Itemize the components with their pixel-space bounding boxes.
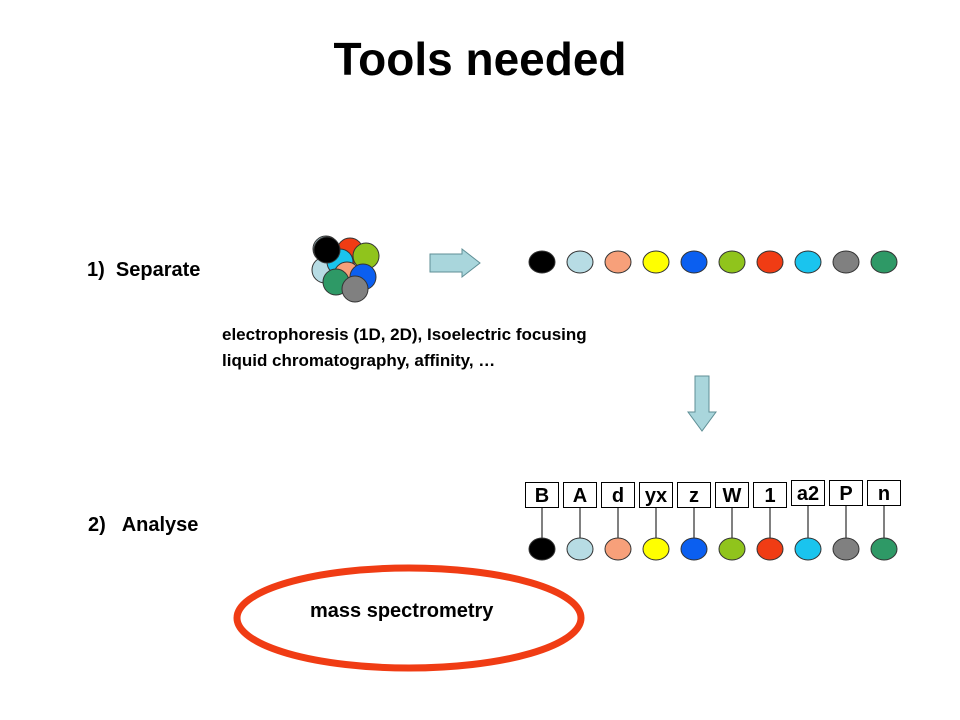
analysed-protein-3 [642, 537, 670, 561]
protein-label-4: z [677, 482, 711, 508]
protein-label-0: B [525, 482, 559, 508]
step-separate-label: 1) Separate [87, 259, 201, 281]
slide-title: Tools needed [333, 33, 627, 85]
separated-protein-7 [794, 250, 822, 274]
label-connector-lines [541, 506, 885, 538]
separation-methods: electrophoresis (1D, 2D), Isoelectric fo… [222, 322, 587, 374]
cluster-protein-9 [341, 275, 369, 303]
protein-label-8: P [829, 480, 863, 506]
analysed-protein-1 [566, 537, 594, 561]
protein-label-5: W [715, 482, 749, 508]
analysed-protein-2 [604, 537, 632, 561]
separated-protein-1 [566, 250, 594, 274]
analysed-protein-6 [756, 537, 784, 561]
analysed-protein-5 [718, 537, 746, 561]
analysed-protein-9 [870, 537, 898, 561]
separated-protein-6 [756, 250, 784, 274]
analysed-protein-4 [680, 537, 708, 561]
separated-protein-2 [604, 250, 632, 274]
methods-line-1: electrophoresis (1D, 2D), Isoelectric fo… [222, 325, 587, 344]
down-arrow-icon [687, 375, 717, 432]
separated-protein-8 [832, 250, 860, 274]
protein-label-6: 1 [753, 482, 787, 508]
protein-mixture-cluster [311, 235, 380, 303]
protein-label-1: A [563, 482, 597, 508]
separated-protein-9 [870, 250, 898, 274]
protein-label-3: yx [639, 482, 673, 508]
protein-label-2: d [601, 482, 635, 508]
right-arrow-icon [429, 247, 481, 279]
step-analyse-label: 2) Analyse [88, 514, 199, 536]
cluster-protein-8 [313, 236, 341, 264]
separated-protein-3 [642, 250, 670, 274]
analysed-protein-7 [794, 537, 822, 561]
mass-spectrometry-label: mass spectrometry [310, 600, 494, 622]
analysed-protein-8 [832, 537, 860, 561]
protein-label-9: n [867, 480, 901, 506]
separated-protein-4 [680, 250, 708, 274]
separated-protein-5 [718, 250, 746, 274]
methods-line-2: liquid chromatography, affinity, … [222, 351, 496, 370]
protein-label-7: a2 [791, 480, 825, 506]
analysed-proteins-row [528, 537, 898, 561]
mass-spectrometry-highlight-ellipse [233, 564, 585, 672]
separated-protein-0 [528, 250, 556, 274]
separated-proteins-row [528, 250, 898, 274]
analysed-protein-0 [528, 537, 556, 561]
